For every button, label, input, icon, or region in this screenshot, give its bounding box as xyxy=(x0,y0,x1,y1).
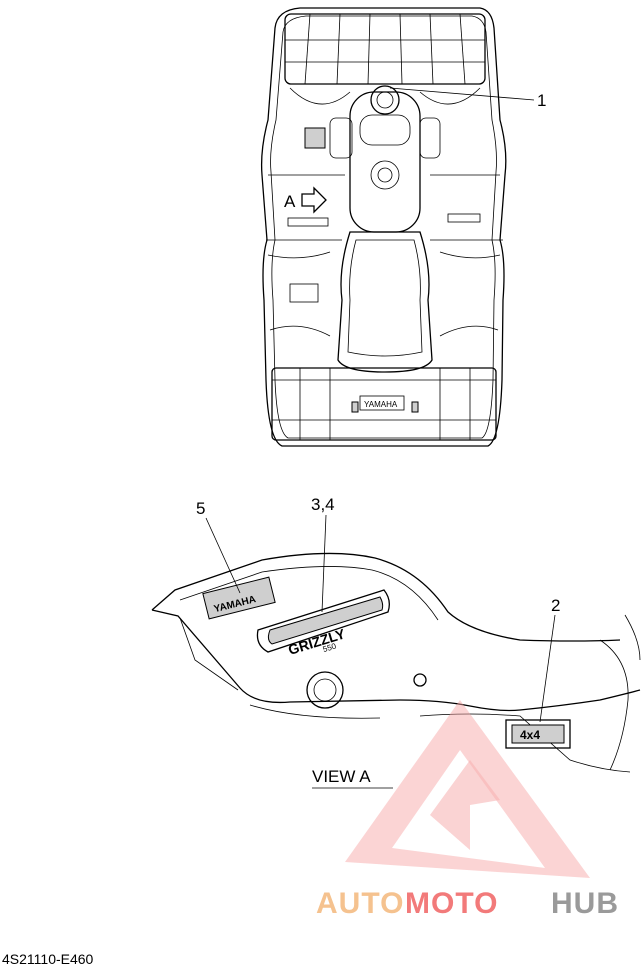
side-view-a: YAMAHA GRIZZLY 550 4x4 xyxy=(151,552,641,773)
watermark-hub: HUB xyxy=(551,887,619,920)
callout-2-label: 2 xyxy=(551,596,560,615)
callout-1-label: 1 xyxy=(537,91,546,110)
callout-3-4: 3,4 xyxy=(311,495,335,613)
svg-text:YAMAHA: YAMAHA xyxy=(364,400,398,409)
fourbyfour-decal-text: 4x4 xyxy=(520,728,540,742)
view-marker-label: A xyxy=(284,192,296,211)
callout-5-label: 5 xyxy=(196,499,205,518)
view-a-title: VIEW A xyxy=(312,767,371,786)
watermark-text: AUTO MOTO HUB xyxy=(316,887,619,920)
callout-5: 5 xyxy=(196,499,241,594)
part-code: 4S21110-E460 xyxy=(2,951,94,967)
callout-2: 2 xyxy=(539,596,560,723)
grizzly-decal-sub: 550 xyxy=(322,641,338,654)
atv-top-view: YAMAHA xyxy=(260,7,507,447)
watermark-moto: MOTO xyxy=(405,887,498,920)
view-arrow-a: A xyxy=(284,186,327,214)
watermark-logo xyxy=(345,700,590,878)
watermark-auto: AUTO xyxy=(316,887,404,920)
callout-1: 1 xyxy=(389,87,546,110)
callout-3-4-label: 3,4 xyxy=(311,495,335,514)
